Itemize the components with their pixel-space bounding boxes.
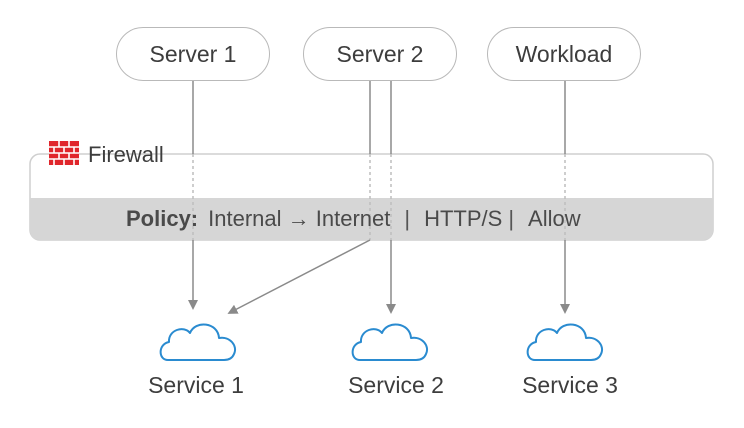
brick-wall-icon xyxy=(49,141,79,165)
firewall-box xyxy=(29,153,714,241)
policy-row: Policy: Internal → Internet | HTTP/S | A… xyxy=(30,198,713,240)
server-1-label: Server 1 xyxy=(149,40,237,67)
workload-label: Workload xyxy=(515,40,613,67)
cloud-icon xyxy=(159,323,236,361)
arrows xyxy=(188,239,570,314)
policy-separator: | xyxy=(404,206,411,231)
arrow-server2-service1 xyxy=(227,239,371,314)
service-3-label: Service 3 xyxy=(522,372,618,398)
workload-node: Workload xyxy=(487,27,641,81)
server-1-node: Server 1 xyxy=(116,27,270,81)
policy-key: Policy: xyxy=(126,206,199,231)
service-2-label: Service 2 xyxy=(348,372,444,398)
policy-protocol: HTTP/S xyxy=(424,206,503,231)
policy-action: Allow xyxy=(528,206,581,231)
server-2-label: Server 2 xyxy=(336,40,424,67)
policy-separator: | xyxy=(508,206,515,231)
connection-lines xyxy=(192,81,566,240)
cloud-icon xyxy=(526,323,603,361)
service-1-label: Service 1 xyxy=(148,372,244,398)
firewall-label: Firewall xyxy=(88,142,164,167)
server-2-node: Server 2 xyxy=(303,27,457,81)
cloud-icon xyxy=(351,323,428,361)
policy-direction: Internal → Internet xyxy=(208,206,391,231)
